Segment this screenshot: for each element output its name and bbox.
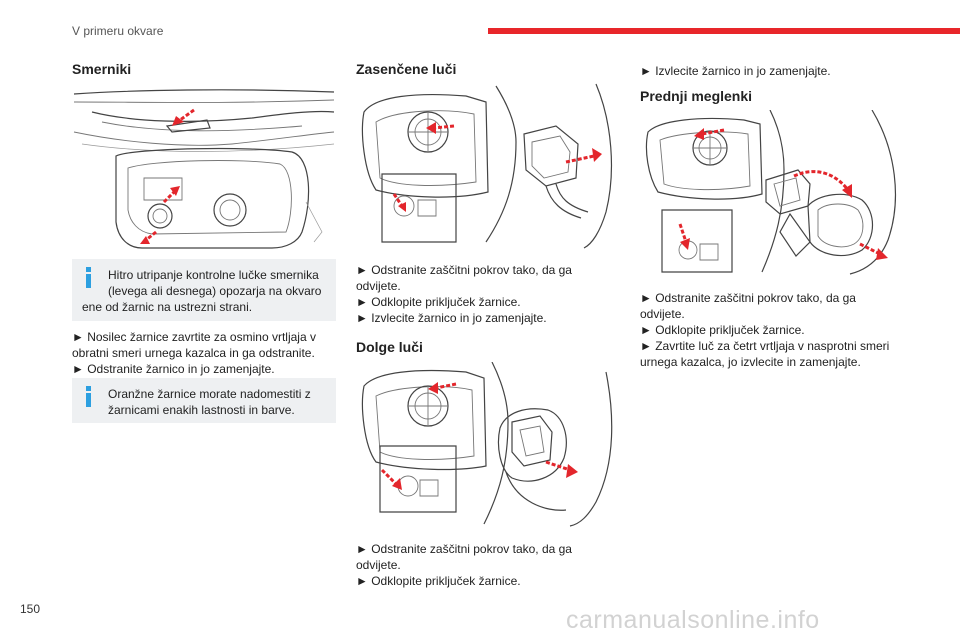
header-accent-bar (488, 28, 960, 34)
turn-signal-illustration (73, 89, 335, 249)
info-box-orange-bulbs: Oranžne žarnice morate nadomestiti z žar… (72, 378, 336, 423)
step-line: ► Odstranite zaščitni pokrov tako, da ga (356, 542, 572, 556)
step-line: ► Zavrtite luč za četrt vrtljaja v naspr… (640, 339, 890, 353)
info-text-line-1: Hitro utripanje kontrolne lučke smernika (108, 268, 319, 282)
info-box-turn-signal-warning: Hitro utripanje kontrolne lučke smernika… (72, 259, 336, 321)
steps-turn-signal: ► Nosilec žarnice zavrtite za osmino vrt… (72, 329, 340, 377)
step-line: odvijete. (356, 279, 401, 293)
step-line: ► Odstranite zaščitni pokrov tako, da ga (356, 263, 572, 277)
step-line: ► Odklopite priključek žarnice. (640, 323, 805, 337)
steps-fog-light: ► Odstranite zaščitni pokrov tako, da ga… (640, 290, 922, 370)
info-text-line-2: (levega ali desnega) opozarja na okvaro (108, 284, 322, 298)
high-beam-illustration (361, 362, 613, 527)
heading-smerniki: Smerniki (72, 61, 132, 77)
step-line: ► Odklopite priključek žarnice. (356, 574, 521, 588)
heading-dolge-luci: Dolge luči (356, 339, 423, 355)
steps-high-beam: ► Odstranite zaščitni pokrov tako, da ga… (356, 541, 626, 589)
step-line: ► Odstranite žarnico in jo zamenjajte. (72, 362, 275, 376)
watermark: carmanualsonline.info (566, 606, 820, 634)
step-line: odvijete. (640, 307, 685, 321)
heading-zasencene-luci: Zasenčene luči (356, 61, 457, 77)
step-line: odvijete. (356, 558, 401, 572)
step-line: ► Nosilec žarnice zavrtite za osmino vrt… (72, 330, 316, 344)
step-line: ► Izvlecite žarnico in jo zamenjajte. (356, 311, 547, 325)
step-line: ► Odstranite zaščitni pokrov tako, da ga (640, 291, 856, 305)
info-text-line-3: ene od žarnic na ustrezni strani. (82, 300, 253, 314)
page-number: 150 (20, 602, 41, 616)
info-icon (86, 386, 91, 407)
low-beam-illustration (361, 83, 613, 249)
steps-low-beam: ► Odstranite zaščitni pokrov tako, da ga… (356, 262, 626, 326)
step-line: urnega kazalca, jo izvlecite in zamenjaj… (640, 355, 861, 369)
heading-prednji-meglenki: Prednji meglenki (640, 88, 753, 104)
step-line: obratni smeri urnega kazalca in ga odstr… (72, 346, 315, 360)
fog-light-illustration (645, 110, 897, 275)
step-replace-bulb: ► Izvlecite žarnico in jo zamenjajte. (640, 64, 831, 78)
info-text-line-1: Oranžne žarnice morate nadomestiti z (108, 387, 311, 401)
step-line: ► Odklopite priključek žarnice. (356, 295, 521, 309)
info-icon (86, 267, 91, 288)
info-text-line-2: žarnicami enakih lastnosti in barve. (108, 403, 295, 417)
section-title: V primeru okvare (72, 24, 164, 38)
